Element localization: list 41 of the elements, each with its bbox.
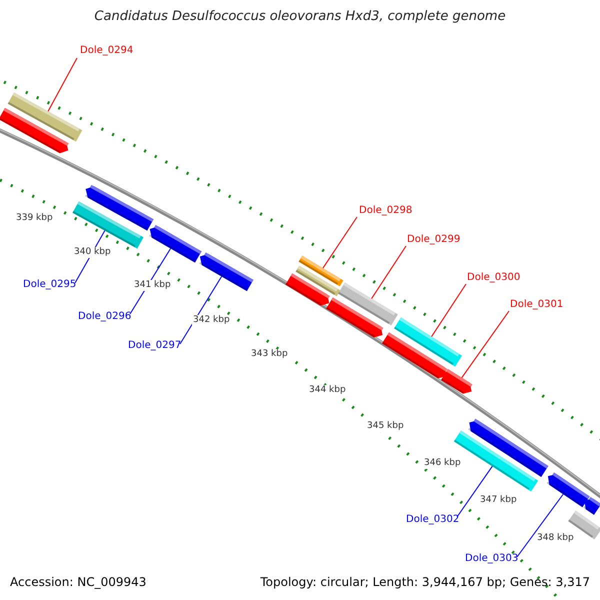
leader-line: [431, 284, 466, 338]
gene-label: Dole_0303: [465, 554, 518, 564]
gene-label: Dole_0302: [406, 515, 460, 525]
gene-bar: [72, 201, 144, 249]
gene-bar: [583, 496, 600, 515]
gene-label: Dole_0296: [78, 312, 132, 322]
leader-line: [456, 466, 493, 518]
gene-bar: [440, 369, 472, 394]
gene-label: Dole_0298: [359, 206, 412, 216]
diagram-title: Candidatus Desulfococcus oleovorans Hxd3, complete genome: [94, 10, 506, 23]
gene-bar: [0, 108, 69, 154]
gene-bar: [286, 273, 330, 306]
gene-bar: [382, 332, 448, 378]
gene-bar: [546, 472, 590, 508]
gene-label: Dole_0299: [407, 235, 460, 245]
gene-bar: [149, 224, 202, 263]
leader-line: [48, 58, 78, 112]
gene-label: Dole_0300: [467, 273, 520, 283]
leader-line: [322, 216, 358, 269]
scale-label: 345 kbp: [366, 421, 405, 432]
gene-bar: [326, 297, 384, 338]
gene-label: Dole_0295: [23, 280, 76, 290]
footer-text: Accession: NC_009943: [10, 576, 146, 588]
scale-label: 343 kbp: [250, 349, 289, 360]
scale-label: 344 kbp: [308, 385, 347, 396]
scale-label: 341 kbp: [133, 280, 172, 291]
gene-bar: [199, 252, 254, 292]
leader-line: [371, 246, 406, 300]
scale-label: 342 kbp: [192, 315, 231, 326]
leader-line: [180, 276, 222, 344]
scale-label: 347 kbp: [479, 495, 518, 506]
leader-line: [461, 310, 510, 378]
gene-label: Dole_0301: [510, 300, 564, 310]
scale-label: 340 kbp: [73, 247, 112, 258]
footer-text: Topology: circular; Length: 3,944,167 bp; Genes: 3,317: [260, 576, 590, 588]
gene-label: Dole_0294: [80, 46, 134, 56]
scale-label: 339 kbp: [15, 213, 54, 224]
scale-label: 348 kbp: [536, 533, 575, 544]
scale-label: 346 kbp: [423, 458, 462, 469]
leader-line: [516, 494, 564, 558]
gene-label: Dole_0297: [128, 341, 182, 351]
